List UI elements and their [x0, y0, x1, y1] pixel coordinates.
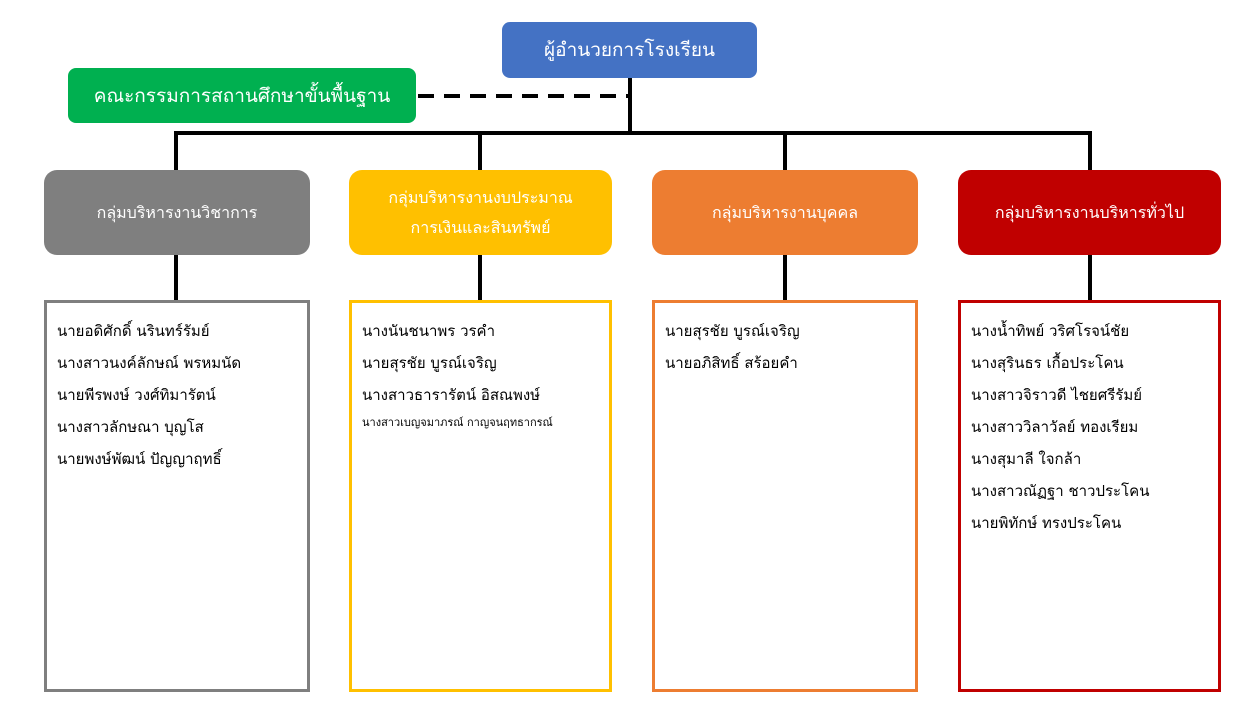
member-name: นางสาววิลาวัลย์ ทองเรียม [971, 418, 1139, 436]
group-general-members: นางน้ำทิพย์ วริศโรจน์ชัย นางสุรินธร เกื้… [958, 300, 1221, 692]
member-name: นางสุมาลี ใจกล้า [971, 450, 1082, 468]
member-name: นายพิทักษ์ ทรงประโคน [971, 514, 1122, 532]
member-list: นายอดิศักดิ์ นรินทร์รัมย์ นางสาวนงค์ลักษ… [57, 315, 307, 475]
member-name: นายอภิสิทธิ์ สร้อยคำ [665, 354, 798, 372]
member-list: นายสุรชัย บูรณ์เจริญ นายอภิสิทธิ์ สร้อยค… [665, 315, 915, 379]
group-budget-members: นางนันชนาพร วรคำ นายสุรชัย บูรณ์เจริญ นา… [349, 300, 612, 692]
group-personnel-title: กลุ่มบริหารงานบุคคล [711, 202, 858, 222]
group-personnel-box: กลุ่มบริหารงานบุคคล [652, 170, 918, 255]
group-budget-title: กลุ่มบริหารงานงบประมาณ การเงินและสินทรัพ… [388, 187, 573, 237]
group-budget-box: กลุ่มบริหารงานงบประมาณ การเงินและสินทรัพ… [349, 170, 612, 255]
director-title: ผู้อำนวยการโรงเรียน [544, 39, 715, 61]
member-name: นายอดิศักดิ์ นรินทร์รัมย์ [57, 322, 210, 340]
member-name: นางสาวลักษณา บุญโส [57, 418, 204, 436]
member-name: นายสุรชัย บูรณ์เจริญ [665, 322, 800, 340]
member-name: นางสาวณัฏฐา ชาวประโคน [971, 482, 1150, 500]
member-name: นางสาวเบญจมาภรณ์ กาญจนฤทธากรณ์ [362, 416, 553, 429]
group-general-title: กลุ่มบริหารงานบริหารทั่วไป [994, 202, 1185, 222]
board-box: คณะกรรมการสถานศึกษาขั้นพื้นฐาน [68, 68, 416, 123]
group-academic-title: กลุ่มบริหารงานวิชาการ [96, 202, 258, 222]
director-box: ผู้อำนวยการโรงเรียน [502, 22, 757, 78]
member-name: นายพีรพงษ์ วงศ์ทิมารัตน์ [57, 386, 216, 404]
member-name: นางสาวนงค์ลักษณ์ พรหมนัด [57, 354, 242, 372]
member-name: นายสุรชัย บูรณ์เจริญ [362, 354, 497, 372]
group-academic-members: นายอดิศักดิ์ นรินทร์รัมย์ นางสาวนงค์ลักษ… [44, 300, 310, 692]
member-name: นางสุรินธร เกื้อประโคน [971, 354, 1124, 372]
member-name: นางสาวธารารัตน์ อิสณพงษ์ [362, 386, 541, 404]
member-name: นางสาวจิราวดี ไชยศรีรัมย์ [971, 386, 1143, 404]
group-personnel-members: นายสุรชัย บูรณ์เจริญ นายอภิสิทธิ์ สร้อยค… [652, 300, 918, 692]
group-academic-box: กลุ่มบริหารงานวิชาการ [44, 170, 310, 255]
member-list: นางนันชนาพร วรคำ นายสุรชัย บูรณ์เจริญ นา… [362, 315, 609, 435]
member-list: นางน้ำทิพย์ วริศโรจน์ชัย นางสุรินธร เกื้… [971, 315, 1218, 539]
member-name: นายพงษ์พัฒน์ ปัญญาฤทธิ์ [57, 450, 222, 468]
group-general-box: กลุ่มบริหารงานบริหารทั่วไป [958, 170, 1221, 255]
board-title: คณะกรรมการสถานศึกษาขั้นพื้นฐาน [93, 84, 391, 107]
member-name: นางน้ำทิพย์ วริศโรจน์ชัย [971, 322, 1130, 340]
member-name: นางนันชนาพร วรคำ [362, 322, 496, 340]
